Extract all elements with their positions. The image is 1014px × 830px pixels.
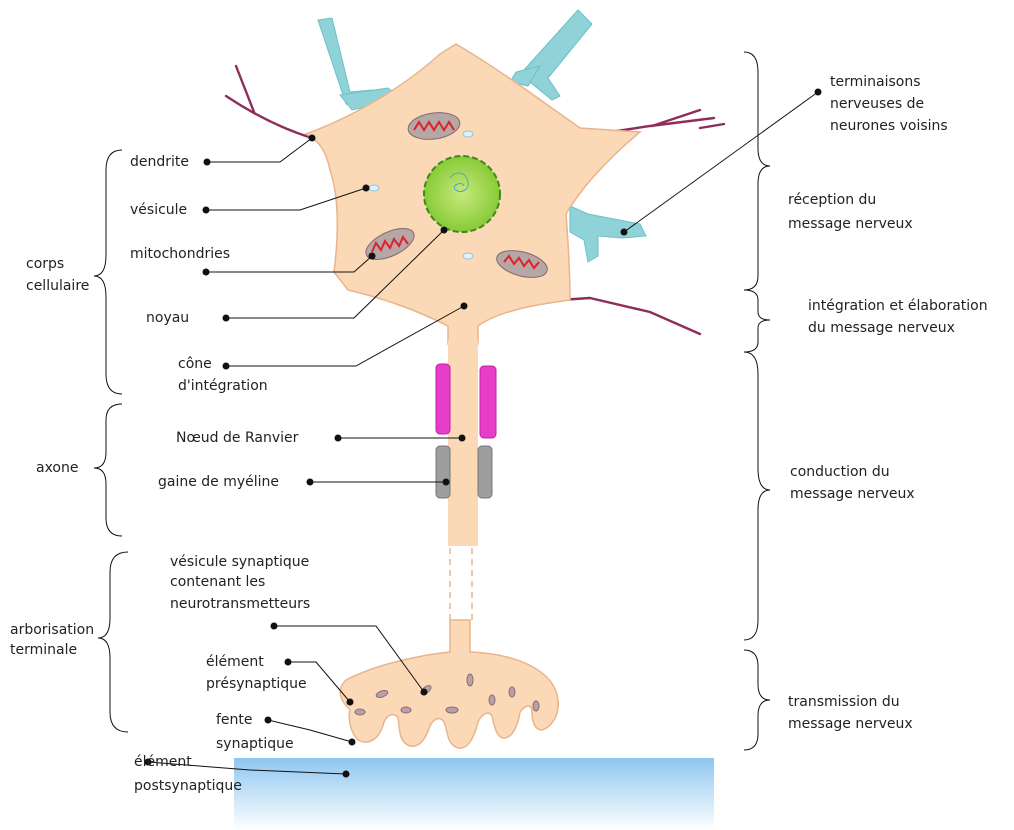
label-cone-line2: d'intégration [178,376,268,396]
brace-terminaisons [744,52,770,290]
brace-transmission [744,650,770,750]
axon [448,340,478,546]
label-integration-line2: du message nerveux [808,318,955,338]
label-transmission-line1: transmission du [788,692,900,712]
right-braces [744,52,770,750]
label-vesicule-synaptique-line3: neurotransmetteurs [170,594,310,614]
brace-arbor [98,552,128,732]
brace-corps [94,150,122,394]
brace-conduction [744,352,770,640]
label-conduction-line1: conduction du [790,462,890,482]
label-vesicule-synaptique-line1: vésicule synaptique [170,552,309,572]
label-reception-line2: message nerveux [788,214,913,234]
label-postsynaptique-line1: élément [134,752,192,772]
group-corps-line1: corps [26,254,64,274]
label-vesicule: vésicule [130,200,187,220]
label-noeud-ranvier: Nœud de Ranvier [176,428,298,448]
group-arborisation-line2: terminale [10,640,77,660]
group-axone: axone [36,458,79,478]
brace-integration [744,290,770,352]
left-braces [94,150,128,732]
axon-lower [340,620,558,748]
label-integration-line1: intégration et élaboration [808,296,988,316]
label-presynaptique-line1: élément [206,652,264,672]
label-mitochondries: mitochondries [130,244,230,264]
group-arborisation-line1: arborisation [10,620,94,640]
brace-axone [94,404,122,536]
label-terminaisons-line1: terminaisons [830,72,921,92]
label-gaine-myeline: gaine de myéline [158,472,279,492]
label-cone-line1: cône [178,354,212,374]
label-postsynaptique-line2: postsynaptique [134,776,242,796]
label-terminaisons-line3: neurones voisins [830,116,948,136]
label-dendrite: dendrite [130,152,189,172]
label-presynaptique-line2: présynaptique [206,674,307,694]
label-reception-line1: réception du [788,190,876,210]
neuron-cell [306,44,640,748]
label-terminaisons-line2: nerveuses de [830,94,924,114]
label-transmission-line2: message nerveux [788,714,913,734]
axon-break [450,548,472,620]
label-noyau: noyau [146,308,189,328]
label-conduction-line2: message nerveux [790,484,915,504]
nucleus [424,156,500,232]
label-fente-line2: synaptique [216,734,294,754]
label-vesicule-synaptique-line2: contenant les [170,572,265,592]
group-corps-line2: cellulaire [26,276,89,296]
label-fente-line1: fente [216,710,253,730]
postsynaptic-element [234,758,714,830]
